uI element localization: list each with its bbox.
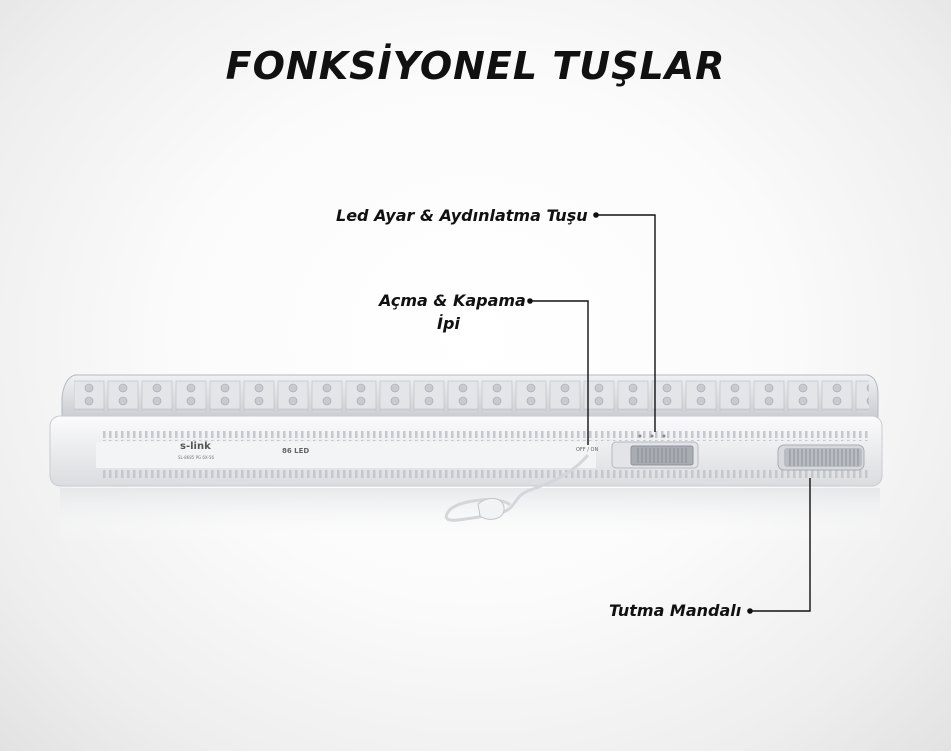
leader-pull-cord [530, 300, 589, 445]
latch-grip [787, 449, 859, 466]
page-title: FONKSİYONEL TUŞLAR [225, 44, 726, 88]
switch-label: OFF / ON [576, 447, 599, 453]
indicator-dot [638, 434, 642, 438]
vent-ribs-top [100, 431, 870, 441]
leader-led-button [596, 214, 656, 432]
leader-handle [750, 478, 811, 612]
indicator-dot [650, 434, 654, 438]
callout-dot [527, 298, 533, 304]
brand-logo: s-link [180, 441, 211, 452]
switch-grip [635, 448, 689, 463]
callout-dot [747, 608, 753, 614]
led-array [74, 380, 869, 412]
pull-cord-knob[interactable] [477, 497, 505, 520]
indicator-dot [662, 434, 666, 438]
model-code: SL-8685 PG 6X-56 [178, 455, 214, 460]
callout-handle: Tutma Mandalı [609, 601, 742, 620]
led-count-label: 86 LED [282, 447, 310, 455]
callout-dot [593, 212, 599, 218]
callout-pull-cord: Açma & Kapama [379, 291, 526, 310]
floor-reflection [60, 488, 880, 543]
front-panel [96, 442, 596, 468]
callout-pull-cord-line2: İpi [437, 314, 460, 333]
vent-ribs-bottom [100, 470, 870, 478]
callout-led-button: Led Ayar & Aydınlatma Tuşu [336, 206, 588, 225]
callout-leaders [530, 214, 811, 612]
